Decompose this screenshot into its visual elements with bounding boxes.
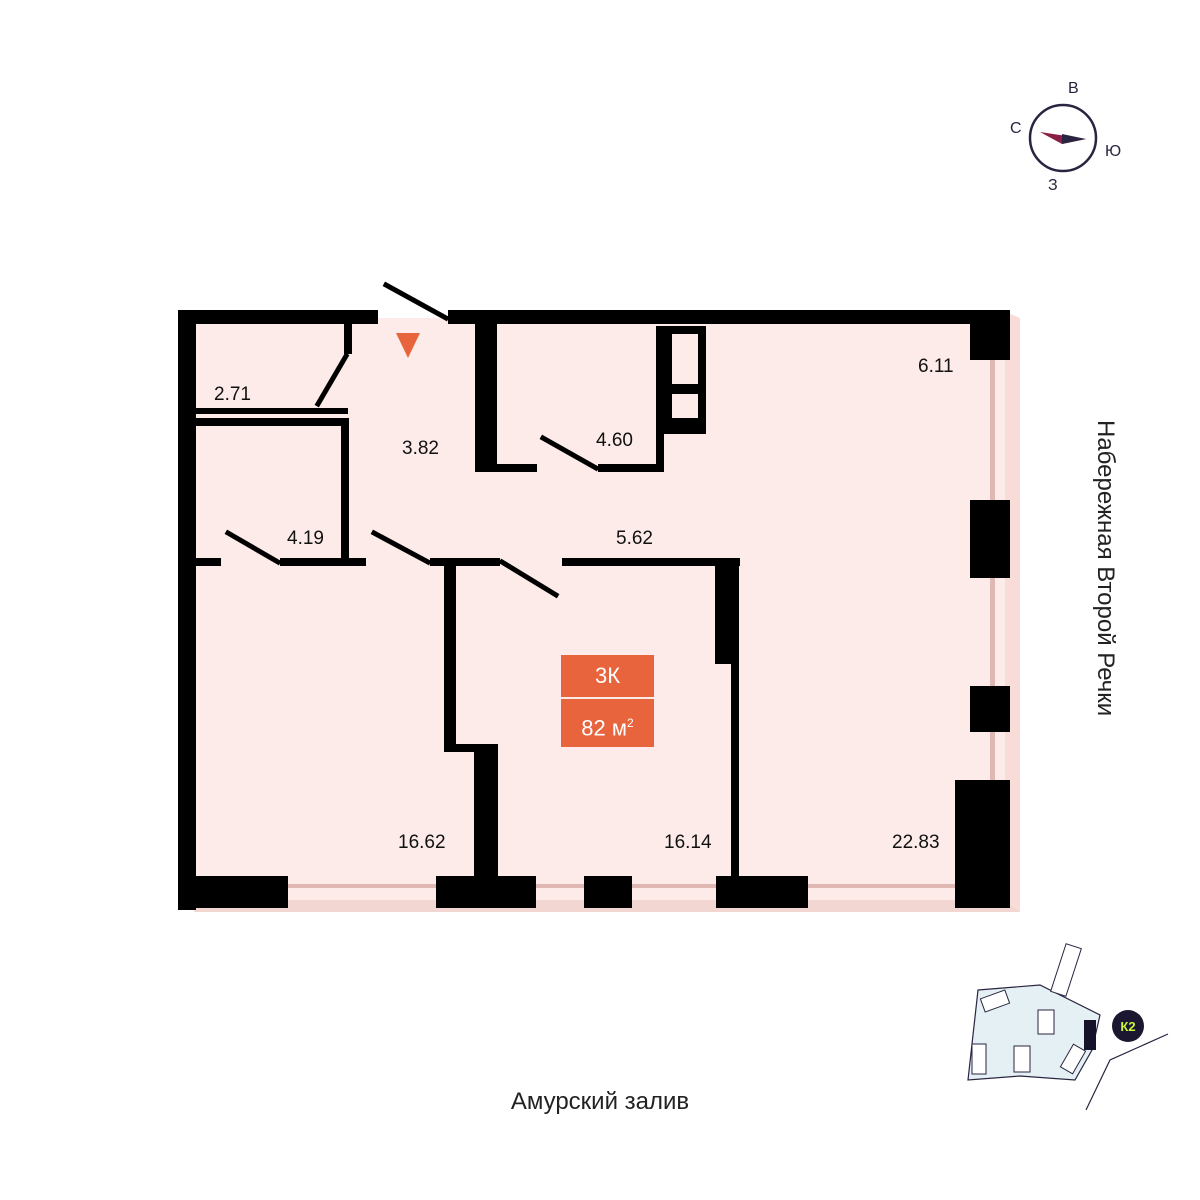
apartment-area-unit-sup: 2 [627,716,634,730]
room-area-hall: 3.82 [402,438,439,459]
compass-north: С [1010,120,1022,137]
doors [224,281,600,599]
walls [178,310,1010,910]
site-building-icon [979,989,1011,1013]
site-building-icon [1050,943,1082,997]
entrance-arrow-icon [396,333,420,358]
site-building-icon [1037,1009,1055,1035]
room-area-wc: 4.19 [287,528,324,549]
building-marker-label: К2 [1120,1019,1135,1034]
site-map: К2 [967,943,1169,1111]
room-area-storage: 2.71 [214,384,251,405]
room-area-balcony: 6.11 [918,356,954,377]
compass-east: В [1068,80,1079,97]
bay-label: Амурский залив [510,1088,690,1115]
apartment-type-badge: 3К [561,655,654,697]
site-building-icon [1059,1043,1087,1075]
compass-needle-tail-icon [1062,134,1086,144]
compass: В С Ю З [1010,80,1121,194]
floor-area [185,312,1020,912]
compass-ring-icon [1028,103,1098,173]
room-area-corridor: 5.62 [616,528,653,549]
building-marker-icon [1112,1010,1144,1042]
compass-west: З [1048,177,1058,194]
room-area-living: 22.83 [892,832,940,853]
site-road-line [1085,1033,1169,1111]
site-building-icon [971,1043,987,1075]
room-area-bath: 4.60 [596,430,633,451]
street-label: Набережная Второй Речки [1092,420,1119,716]
compass-south: Ю [1105,143,1121,160]
room-area-bedroom-mid: 16.14 [664,832,712,853]
site-current-building-icon [1084,1020,1096,1050]
apartment-area-value: 82 м [581,715,628,741]
apartment-area-badge: 82 м2 [561,699,654,747]
room-area-bedroom-left: 16.62 [398,832,446,853]
site-building-icon [1013,1045,1031,1073]
